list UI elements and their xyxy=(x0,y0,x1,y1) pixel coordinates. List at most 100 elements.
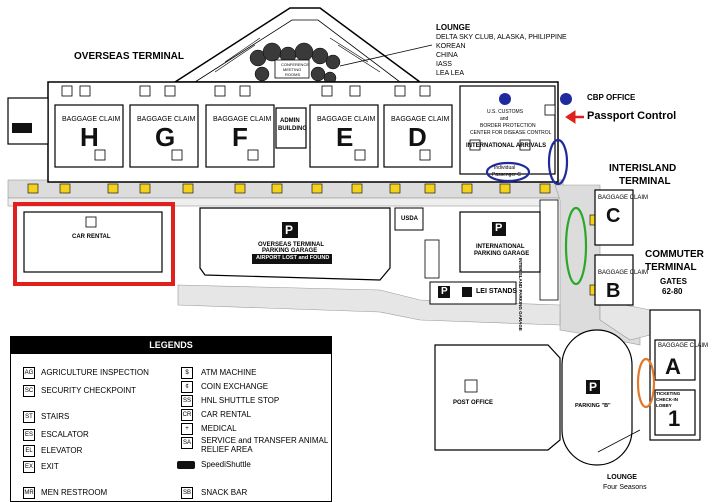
legend-item: SERVICE and TRANSFER ANIMAL xyxy=(201,436,329,445)
commuter-gates-range: 62-80 xyxy=(662,287,683,296)
top-lounge-item: CHINA xyxy=(436,52,458,59)
interisland-terminal-label-1: INTERISLAND xyxy=(609,163,677,174)
cbp-office-highlight xyxy=(547,138,569,186)
legend-item: MEDICAL xyxy=(201,424,237,433)
parking-icon: P xyxy=(589,380,598,394)
top-lounge-item: IASS xyxy=(436,61,452,68)
lobby-letter-e: E xyxy=(336,122,354,152)
escalator-icon: ES xyxy=(23,429,35,441)
coin-exchange-icon: ¢ xyxy=(181,381,193,393)
top-lounge-item: DELTA SKY CLUB, ALASKA, PHILIPPINE xyxy=(436,34,567,41)
commuter-gates-label: GATES xyxy=(660,277,687,286)
parking-b-label: PARKING "B" xyxy=(575,403,611,409)
legend-item: ESCALATOR xyxy=(41,430,89,439)
exit-icon: EX xyxy=(23,461,35,473)
individual-passenger-highlight xyxy=(485,161,531,183)
car-rental-icon: CR xyxy=(181,409,193,421)
medical-icon: + xyxy=(181,423,193,435)
interisland-terminal xyxy=(594,189,634,306)
lobby-letter-f: F xyxy=(232,122,248,152)
legend-title: LEGENDS xyxy=(11,337,331,354)
admin-building-label: ADMIN xyxy=(280,118,300,124)
passport-arrow xyxy=(565,110,584,124)
overseas-terminal-label: OVERSEAS TERMINAL xyxy=(74,51,185,62)
shuttle-stop-icon: SS xyxy=(181,395,193,407)
elevator-icon: EL xyxy=(23,445,35,457)
interisland-garage-label: INTERISLAND PARKING GARAGE xyxy=(518,258,523,331)
interisland-highlight xyxy=(564,206,588,286)
legend-item: CAR RENTAL xyxy=(201,410,252,419)
baggage-claim-label-a: BAGGAGE CLAIM xyxy=(658,343,709,349)
lobby-letter-g: G xyxy=(155,122,176,152)
bottom-lounge-title: LOUNGE xyxy=(607,474,637,481)
cbp-shield-icon xyxy=(499,93,511,105)
lobby-letter-d: D xyxy=(408,122,427,152)
lobby-letter-1: 1 xyxy=(668,406,681,431)
legend-item: SpeediShuttle xyxy=(201,460,251,469)
legend-item: RELIEF AREA xyxy=(201,445,253,454)
legend-item: ATM MACHINE xyxy=(201,368,257,377)
legend-item: AGRICULTURE INSPECTION xyxy=(41,368,149,377)
baggage-claim-label-d: BAGGAGE CLAIM xyxy=(391,116,450,123)
cbp-office-label: CBP OFFICE xyxy=(587,93,636,102)
conference-label: MEETING xyxy=(283,67,302,72)
individual-passenger-label: Passenger C xyxy=(492,172,521,178)
legend-item: HNL SHUTTLE STOP xyxy=(201,396,280,405)
customs-label: and xyxy=(500,116,509,122)
lobby-letter-b: B xyxy=(606,280,621,302)
baggage-claim-label-h: BAGGAGE CLAIM xyxy=(62,116,121,123)
service-icons xyxy=(61,85,556,161)
snack-bar-icon: SB xyxy=(181,487,193,499)
passport-control-label: Passport Control xyxy=(587,110,677,122)
men-restroom-icon: MR xyxy=(23,487,35,499)
lobby-letter-c: C xyxy=(606,205,621,227)
legend-item: MEN RESTROOM xyxy=(41,488,108,497)
customs-label: U.S. CUSTOMS xyxy=(487,109,524,115)
top-lounge-title: LOUNGE xyxy=(436,23,471,32)
baggage-claim-label-g: BAGGAGE CLAIM xyxy=(137,116,196,123)
customs-label: BORDER PROTECTION xyxy=(480,123,536,129)
legend-item: SECURITY CHECKPOINT xyxy=(41,386,136,395)
stairs-icon: ST xyxy=(23,411,35,423)
parking-icon: P xyxy=(285,223,294,237)
car-rental-highlight xyxy=(13,202,175,286)
interisland-terminal-label-2: TERMINAL xyxy=(619,176,671,187)
car-rental-label: CAR RENTAL xyxy=(72,234,111,240)
garden-trees xyxy=(249,42,341,85)
ticketing-label: CHECK-IN xyxy=(656,397,678,402)
legend-item: EXIT xyxy=(41,462,59,471)
admin-building-label: BUILDING xyxy=(278,126,307,132)
legend-item: ELEVATOR xyxy=(41,446,83,455)
lost-found-label: AIRPORT LOST and FOUND xyxy=(256,255,330,261)
baggage-claim-label-c: BAGGAGE CLAIM xyxy=(598,195,649,201)
post-office-label: POST OFFICE xyxy=(453,400,494,406)
lobby-letter-h: H xyxy=(80,122,99,152)
conference-label: ROOMS xyxy=(285,72,301,77)
top-lounge-item: KOREAN xyxy=(436,43,466,50)
bottom-lounge-name: Four Seasons xyxy=(603,484,647,491)
commuter-terminal xyxy=(649,309,701,441)
commuter-terminal-label-1: COMMUTER xyxy=(645,249,704,260)
speedishuttle-icon xyxy=(177,461,195,469)
intl-arrivals-label: INTERNATIONAL ARRIVALS xyxy=(466,143,547,149)
agriculture-icon: AG xyxy=(23,367,35,379)
top-lounge-item: LEA LEA xyxy=(436,70,465,77)
commuter-terminal-label-2: TERMINAL xyxy=(645,262,697,273)
ticketing-label: LOBBY xyxy=(656,403,672,408)
usda-label: USDA xyxy=(401,216,419,222)
customs-label: CENTER FOR DISEASE CONTROL xyxy=(470,130,552,136)
intl-garage-label: PARKING GARAGE xyxy=(474,251,530,257)
lobby-letter-a: A xyxy=(665,354,681,379)
ticketing-label: TICKETING xyxy=(656,391,681,396)
baggage-claim-label-e: BAGGAGE CLAIM xyxy=(317,116,376,123)
legend-item: SNACK BAR xyxy=(201,488,248,497)
commuter-highlight xyxy=(636,357,656,409)
lei-stands-label: LEI STANDS xyxy=(476,288,518,295)
overseas-garage-label: OVERSEAS TERMINAL xyxy=(258,242,325,248)
parking-icon: P xyxy=(441,286,448,297)
individual-passenger-label: Individual xyxy=(494,165,516,171)
conference-label: CONFERENCE xyxy=(281,62,310,67)
atm-icon: $ xyxy=(181,367,193,379)
map-legend: LEGENDS AG AGRICULTURE INSPECTION SC SEC… xyxy=(10,336,332,502)
